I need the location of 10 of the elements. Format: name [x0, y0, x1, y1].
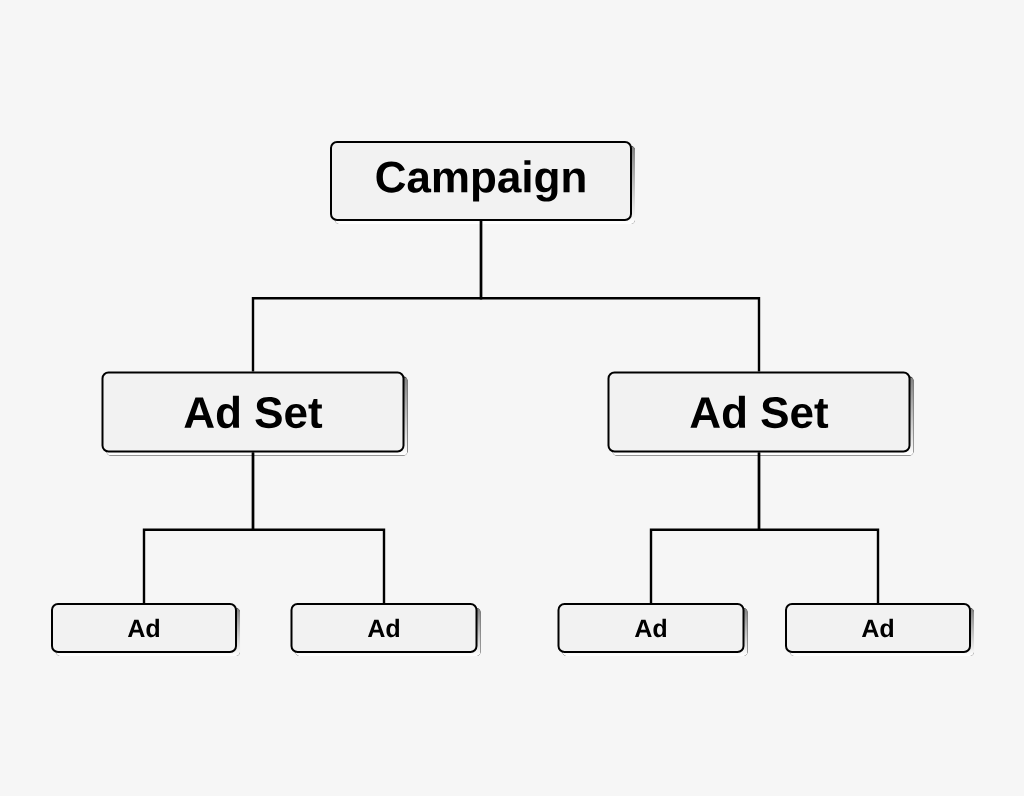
connector-line: [251, 452, 386, 603]
hierarchy-box: Campaign: [330, 141, 635, 224]
hierarchy-box: Ad: [51, 603, 240, 656]
hierarchy-box: Ad: [290, 603, 481, 656]
hierarchy-box: Ad Set: [101, 371, 408, 456]
hierarchy-box: Ad: [785, 603, 974, 656]
connector-line: [757, 452, 880, 603]
hierarchy-box: Ad Set: [607, 371, 914, 456]
connector-line: [479, 221, 761, 372]
hierarchy-box: Ad: [557, 603, 748, 656]
